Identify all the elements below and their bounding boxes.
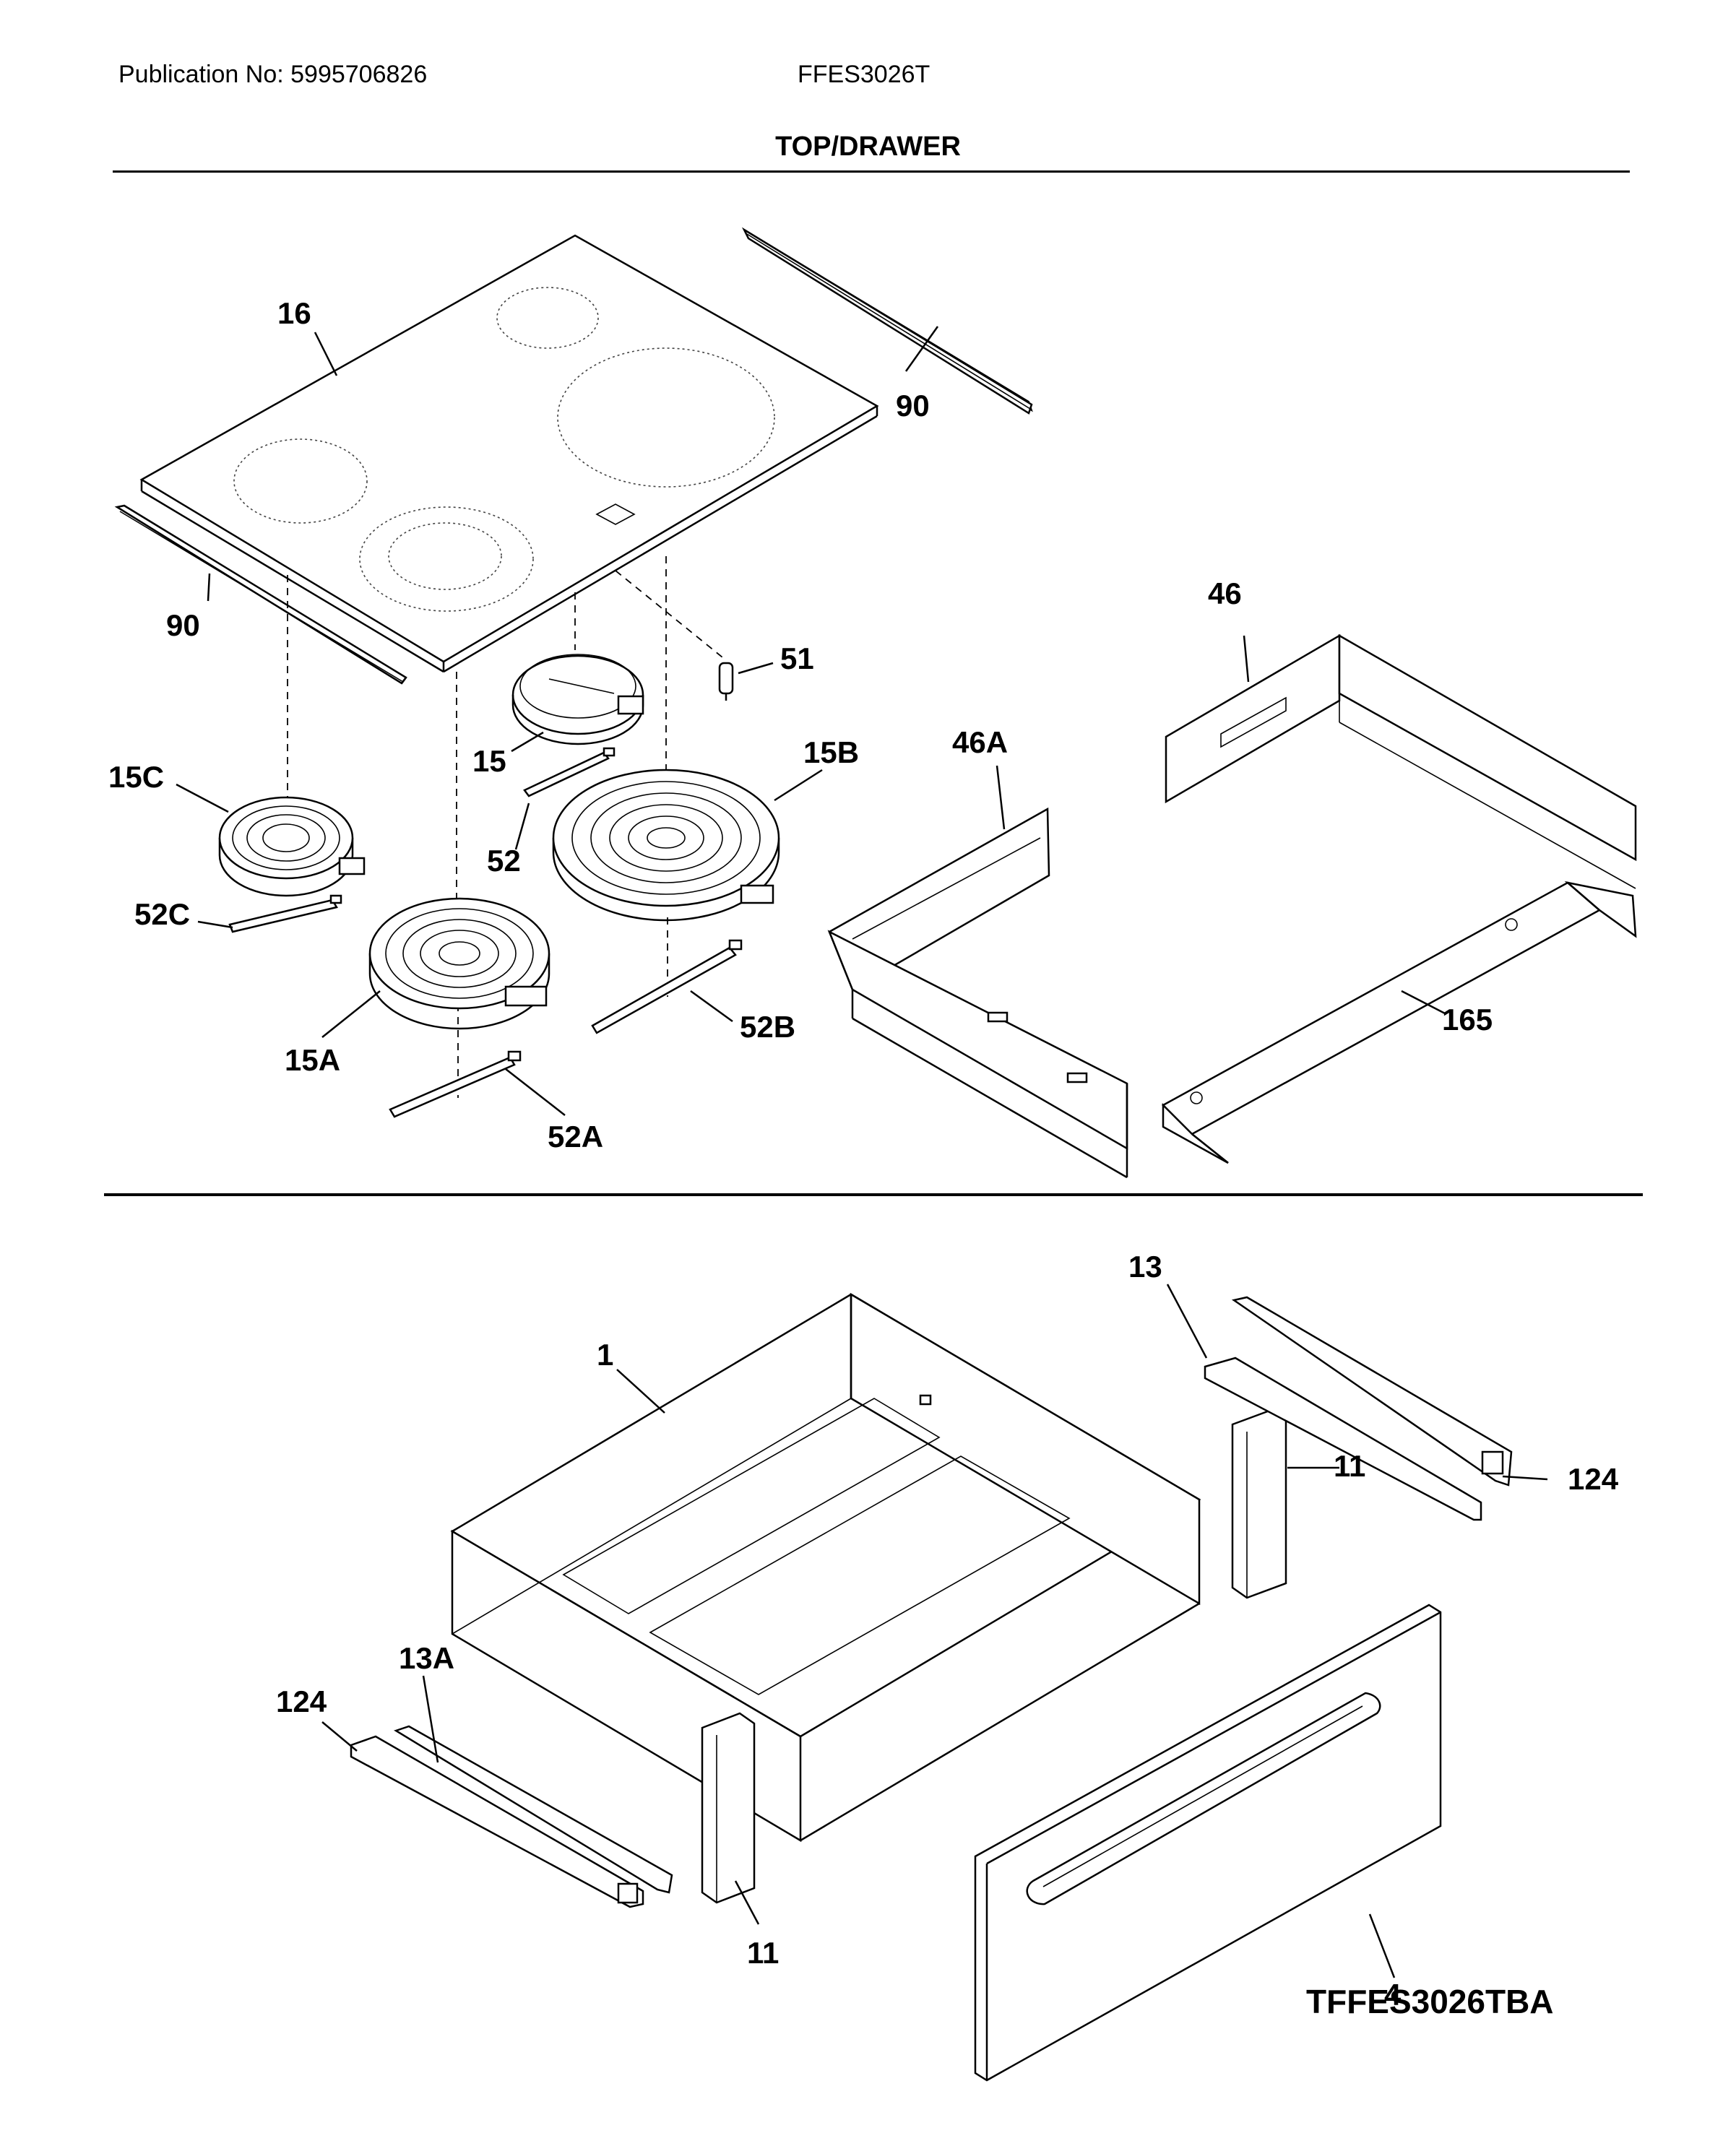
diagram-reference-code: TFFES3026TBA bbox=[1306, 1983, 1554, 2020]
trim-strip-rear-part bbox=[741, 227, 1033, 415]
callout-51: 51 bbox=[780, 641, 814, 675]
glass-cooktop-part bbox=[139, 234, 879, 673]
section-title: TOP/DRAWER bbox=[775, 131, 961, 162]
element-15-part bbox=[511, 654, 644, 745]
model-number: FFES3026T bbox=[798, 61, 930, 88]
callout-13: 13 bbox=[1128, 1250, 1162, 1284]
callout-90-left: 90 bbox=[166, 608, 200, 642]
bracket-11-lower-part bbox=[701, 1712, 756, 1904]
strap-52-part bbox=[523, 747, 616, 797]
callout-15c: 15C bbox=[108, 760, 164, 794]
publication-number: Publication No: 5995706826 bbox=[118, 61, 428, 88]
callout-124-left: 124 bbox=[276, 1684, 327, 1718]
callout-15b: 15B bbox=[803, 735, 859, 769]
drawer-box-part bbox=[450, 1292, 1201, 1843]
element-15a-part bbox=[368, 897, 550, 1030]
header-rule bbox=[113, 170, 1630, 173]
callout-165: 165 bbox=[1442, 1003, 1493, 1037]
callout-11-lower: 11 bbox=[747, 1936, 779, 1970]
bracket-11-upper-part bbox=[1231, 1409, 1287, 1599]
section-divider bbox=[104, 1193, 1643, 1196]
strap-52b-part bbox=[591, 939, 743, 1034]
frame-46a-part bbox=[827, 807, 1128, 1179]
element-15b-part bbox=[552, 769, 780, 922]
callout-52a: 52A bbox=[548, 1120, 603, 1154]
slide-13a-part bbox=[350, 1725, 673, 1908]
callout-11-upper: 11 bbox=[1334, 1449, 1365, 1483]
callout-15: 15 bbox=[472, 744, 506, 778]
frame-46-part bbox=[1165, 633, 1637, 889]
strap-52c-part bbox=[228, 894, 342, 933]
callout-labels: 16 90 90 51 15 15B 15C 52 52C 15A 52B 52… bbox=[108, 296, 1619, 2012]
callout-52b: 52B bbox=[740, 1010, 795, 1044]
callout-16: 16 bbox=[277, 296, 311, 330]
trim-strip-front-part bbox=[114, 504, 407, 685]
callout-46: 46 bbox=[1208, 576, 1242, 610]
callout-52: 52 bbox=[487, 844, 521, 878]
drawer-front-part bbox=[974, 1604, 1442, 2082]
rail-165-part bbox=[1161, 881, 1637, 1164]
strap-52a-part bbox=[389, 1050, 522, 1118]
callout-13a: 13A bbox=[399, 1641, 454, 1675]
callout-4: 4 bbox=[1384, 1978, 1402, 2012]
callout-15a: 15A bbox=[285, 1043, 340, 1077]
element-15c-part bbox=[218, 796, 366, 897]
callout-52c: 52C bbox=[134, 897, 190, 931]
callout-leaders bbox=[176, 326, 1548, 1978]
sensor-51-part bbox=[718, 662, 734, 701]
callout-90-top: 90 bbox=[896, 389, 930, 423]
slide-13-part bbox=[1204, 1296, 1513, 1521]
callout-46a: 46A bbox=[952, 725, 1008, 759]
callout-124-right: 124 bbox=[1568, 1462, 1619, 1496]
callout-1: 1 bbox=[597, 1338, 613, 1372]
